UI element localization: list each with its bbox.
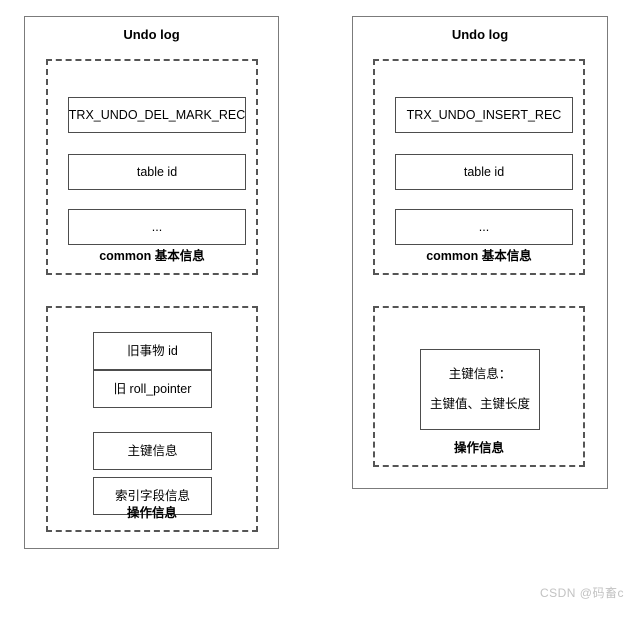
field-table-id: table id xyxy=(395,154,573,190)
field-index-column-info: 索引字段信息 xyxy=(93,477,212,515)
group-label-common-basic-info: common 基本信息 xyxy=(99,249,205,263)
field-old-trx-id: 旧事物 id xyxy=(93,332,212,370)
undo-log-panel-delete-mark: Undo log TRX_UNDO_DEL_MARK_REC table id … xyxy=(24,16,279,549)
panel-title: Undo log xyxy=(123,27,180,42)
primary-key-info-line-1: 主键信息： xyxy=(448,367,512,382)
primary-key-info-line-2: 主键值、主键长度 xyxy=(429,397,530,411)
group-label-operation-info: 操作信息 xyxy=(453,441,504,455)
field-ellipsis: ... xyxy=(395,209,573,245)
group-common-basic-info: TRX_UNDO_DEL_MARK_REC table id ... commo… xyxy=(46,59,258,275)
group-label-operation-info: 操作信息 xyxy=(126,506,177,520)
group-label-common-basic-info: common 基本信息 xyxy=(426,249,532,263)
field-table-id: table id xyxy=(68,154,246,190)
panel-title: Undo log xyxy=(451,27,509,42)
group-common-basic-info: TRX_UNDO_INSERT_REC table id ... common … xyxy=(373,59,585,275)
watermark: CSDN @码畜c xyxy=(539,586,624,600)
group-operation-info: 主键信息： 主键值、主键长度 操作信息 xyxy=(373,306,585,467)
field-record-type: TRX_UNDO_DEL_MARK_REC xyxy=(68,97,246,133)
field-record-type: TRX_UNDO_INSERT_REC xyxy=(395,97,573,133)
field-old-roll-pointer: 旧 roll_pointer xyxy=(93,370,212,408)
group-operation-info: 旧事物 id 旧 roll_pointer 主键信息 索引字段信息 操作信息 xyxy=(46,306,258,532)
field-primary-key-info: 主键信息 xyxy=(93,432,212,470)
field-primary-key-info: 主键信息： 主键值、主键长度 xyxy=(420,349,540,430)
undo-log-panel-insert: Undo log TRX_UNDO_INSERT_REC table id ..… xyxy=(352,16,608,489)
field-ellipsis: ... xyxy=(68,209,246,245)
